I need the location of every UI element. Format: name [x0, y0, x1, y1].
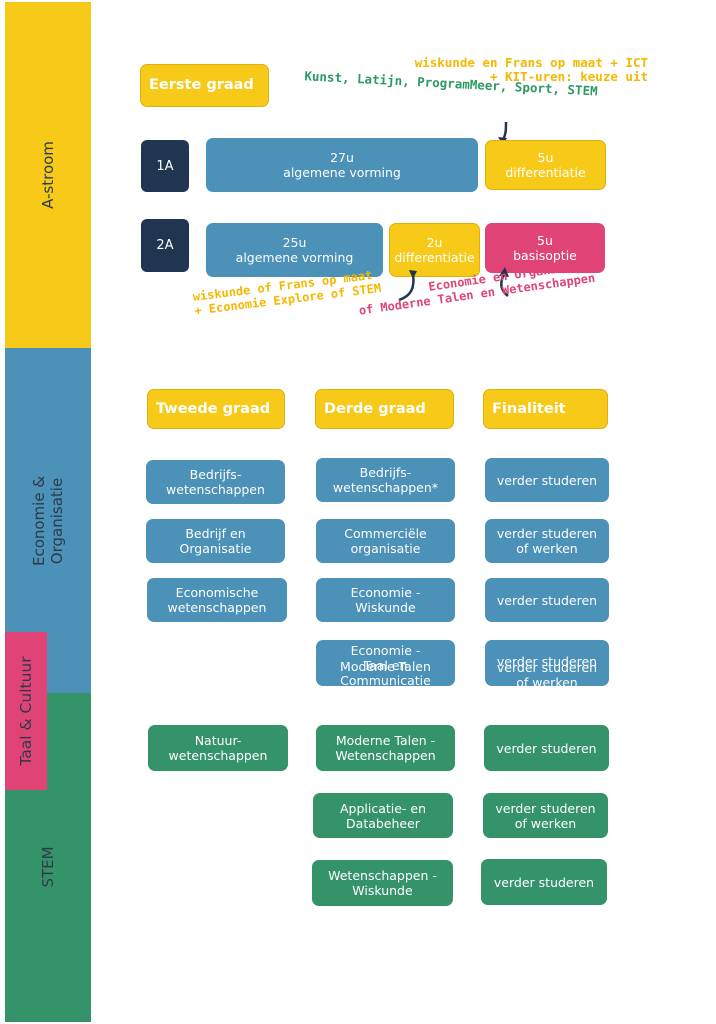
derde-graad-header: Derde graad: [315, 389, 454, 429]
finaliteit-row-6: verder studeren of werken: [483, 793, 608, 838]
2a-algemene-vorming: 25u algemene vorming: [206, 223, 383, 277]
1a-differentiatie: 5u differentiatie: [485, 140, 606, 190]
derde-moderne-talen: Moderne Talen: [340, 659, 431, 674]
2a-differentiatie: 2u differentiatie: [389, 223, 480, 277]
finaliteit-row-3: verder studeren: [485, 578, 609, 622]
finaliteit-row-4-a: verder studeren: [496, 654, 598, 669]
finaliteit-row-5: verder studeren: [484, 725, 609, 771]
a-stroom-label: A-stroom: [39, 141, 57, 209]
finaliteit-row-4-b: verder studeren of werken: [496, 660, 598, 686]
eerste-graad-header: Eerste graad: [140, 64, 269, 107]
2a-basisoptie: 5u basisoptie: [485, 223, 605, 273]
derde-bedrijfswetenschappen: Bedrijfs- wetenschappen*: [316, 458, 455, 502]
tweede-graad-header: Tweede graad: [147, 389, 285, 429]
arrow-to-2a-basisoptie: [499, 267, 509, 297]
finaliteit-row-7: verder studeren: [481, 859, 607, 905]
a-stroom-band: A-stroom: [5, 2, 91, 348]
finaliteit-row-2: verder studeren of werken: [485, 519, 609, 563]
derde-economie-taal-moderne-talen: Economie - Taal en Communicatie Moderne …: [316, 640, 455, 686]
derde-wetenschappen-wiskunde: Wetenschappen - Wiskunde: [312, 860, 453, 906]
arrow-from-2a-differentiatie: [398, 270, 417, 302]
derde-economie-taal-communicatie: Economie - Taal en Communicatie: [340, 643, 431, 686]
stem-label: STEM: [39, 846, 57, 888]
finaliteit-row-1: verder studeren: [485, 458, 609, 502]
note-top-yellow: wiskunde en Frans op maat + ICT + KIT-ur…: [414, 55, 648, 84]
tweede-natuurwetenschappen: Natuur- wetenschappen: [148, 725, 288, 771]
finaliteit-row-4: verder studeren verder studeren of werke…: [485, 640, 609, 686]
tweede-bedrijfswetenschappen: Bedrijfs- wetenschappen: [146, 460, 285, 504]
derde-applicatie-databeheer: Applicatie- en Databeheer: [313, 793, 453, 838]
tweede-economische-wetenschappen: Economische wetenschappen: [147, 578, 287, 622]
badge-1a: 1A: [141, 140, 189, 192]
taal-cultuur-label: Taal & Cultuur: [17, 656, 35, 766]
finaliteit-header: Finaliteit: [483, 389, 608, 429]
tweede-bedrijf-organisatie: Bedrijf en Organisatie: [146, 519, 285, 563]
taal-cultuur-band: Taal & Cultuur: [5, 632, 47, 790]
derde-commerciele-organisatie: Commerciële organisatie: [316, 519, 455, 563]
derde-moderne-talen-wetenschappen: Moderne Talen - Wetenschappen: [316, 725, 455, 771]
economie-label: Economie & Organisatie: [30, 475, 66, 566]
badge-2a: 2A: [141, 219, 189, 272]
1a-algemene-vorming: 27u algemene vorming: [206, 138, 478, 192]
derde-economie-wiskunde: Economie - Wiskunde: [316, 578, 455, 622]
